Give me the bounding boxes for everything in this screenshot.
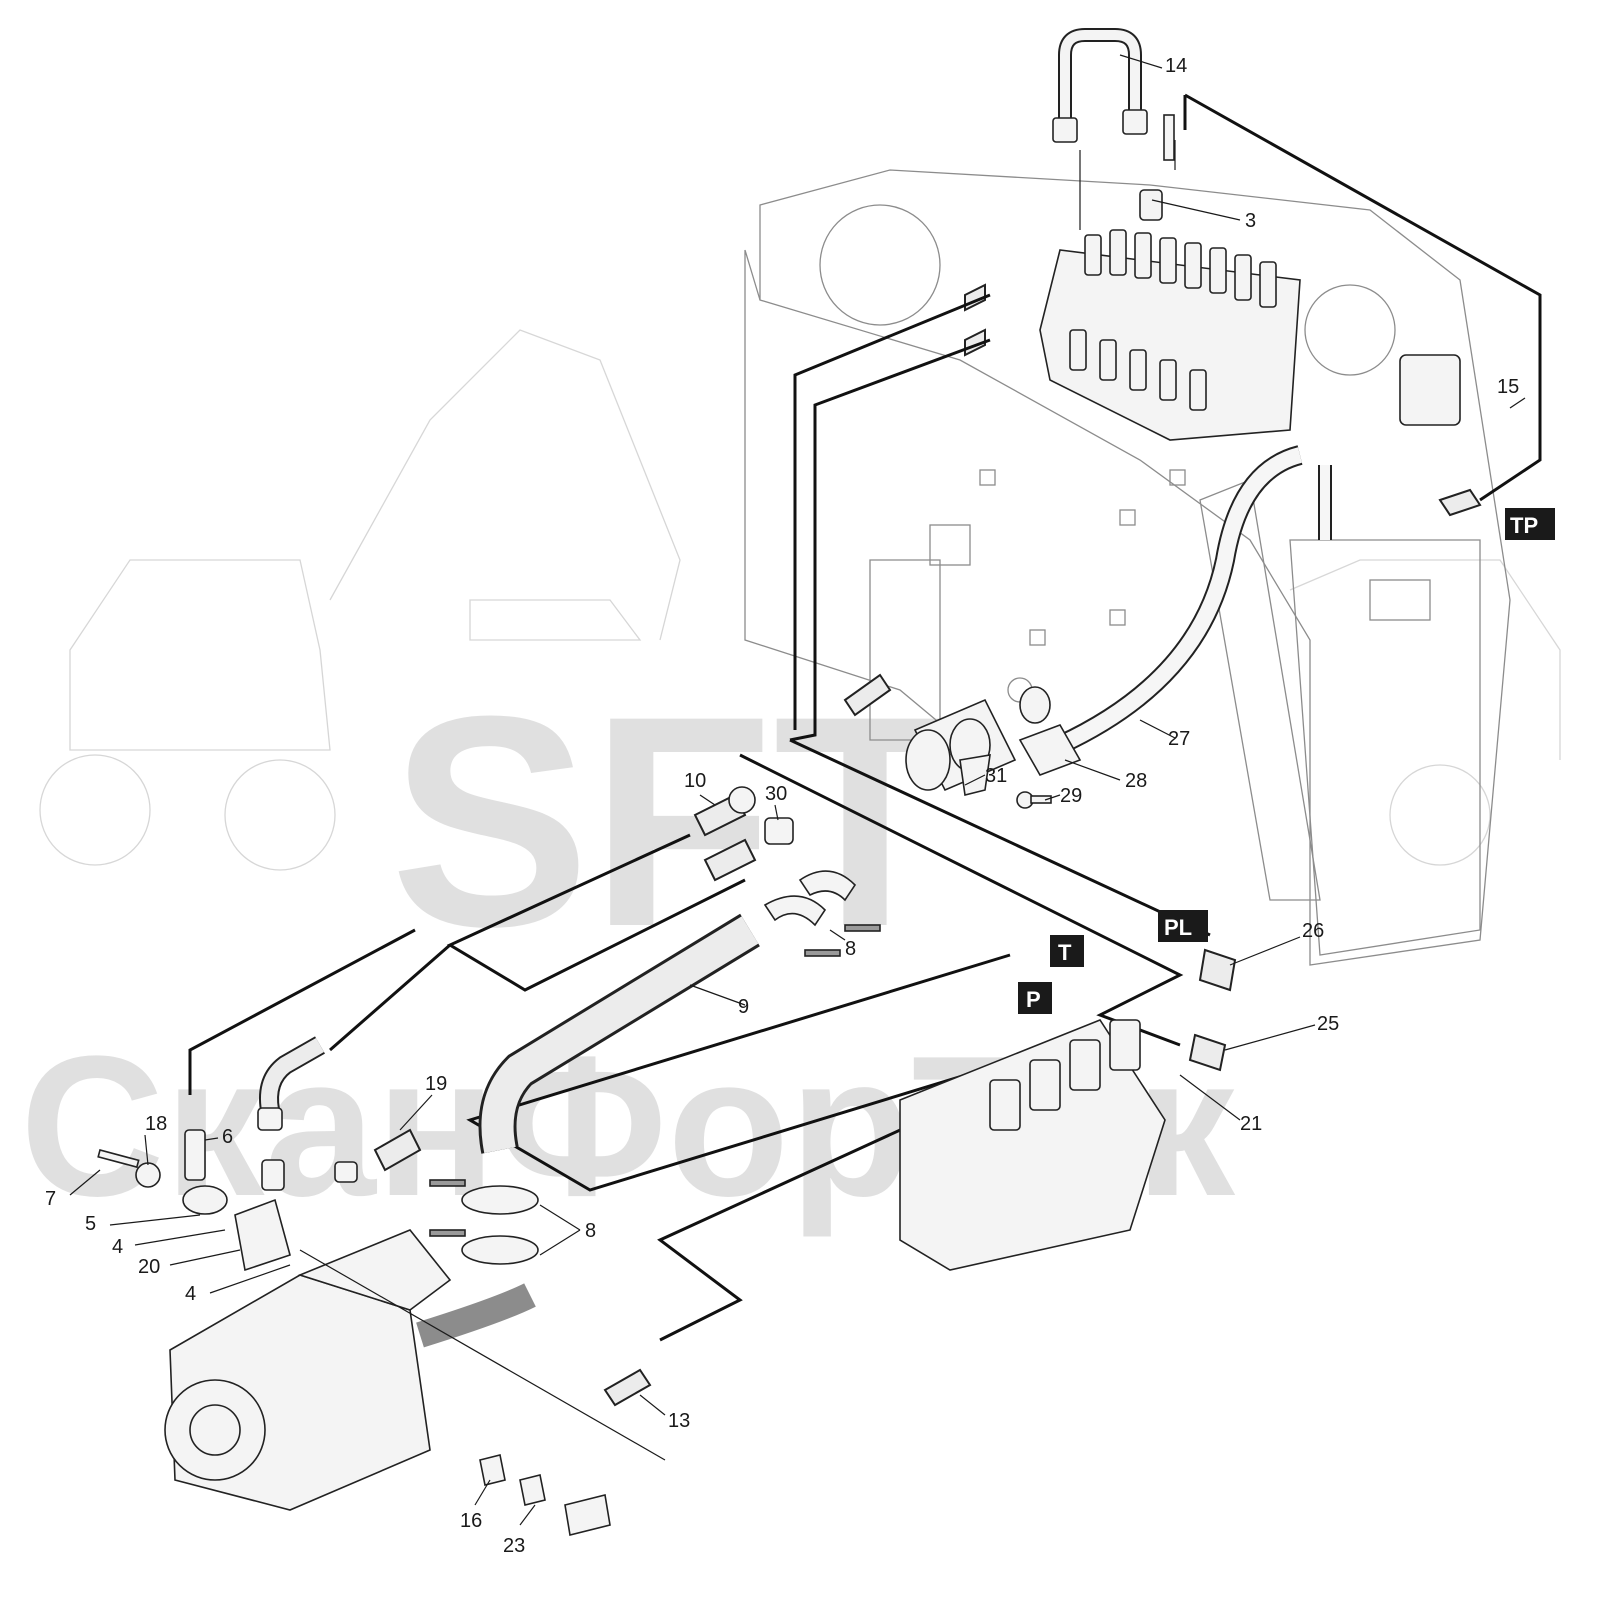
hose-10 bbox=[693, 786, 756, 837]
fitting-23 bbox=[519, 1474, 546, 1506]
callout-8-lower: 8 bbox=[585, 1220, 596, 1242]
callout-10: 10 bbox=[684, 770, 706, 792]
clamps-8-lower bbox=[429, 1179, 539, 1265]
hose-end-26 bbox=[1198, 948, 1237, 992]
callout-26: 26 bbox=[1302, 920, 1324, 942]
leader-lines bbox=[69, 54, 1526, 1526]
hose-end-mid bbox=[703, 838, 757, 882]
main-control-valve bbox=[1039, 229, 1301, 441]
hose-6-elbow bbox=[257, 1036, 325, 1191]
port-tag-p: P bbox=[1018, 982, 1052, 1014]
clamps-8-upper bbox=[763, 870, 881, 957]
callout-4-lower: 4 bbox=[185, 1283, 196, 1305]
callout-19: 19 bbox=[425, 1073, 447, 1095]
watermark-machine-outline bbox=[39, 329, 1561, 871]
port-tag-tp-label: TP bbox=[1510, 513, 1538, 538]
callout-25: 25 bbox=[1317, 1013, 1339, 1035]
clamp-28 bbox=[1018, 724, 1082, 776]
valve-spools bbox=[1069, 229, 1277, 411]
callout-16: 16 bbox=[460, 1510, 482, 1532]
callout-9: 9 bbox=[738, 996, 749, 1018]
pipe-14 bbox=[1052, 28, 1148, 143]
fitting-30 bbox=[764, 817, 794, 845]
callout-20: 20 bbox=[138, 1256, 160, 1278]
fitting-3 bbox=[1139, 114, 1175, 221]
callout-28: 28 bbox=[1125, 770, 1147, 792]
fitting-19 bbox=[334, 1128, 422, 1183]
hose-end-25 bbox=[1188, 1033, 1227, 1072]
callout-23: 23 bbox=[503, 1535, 525, 1557]
tank-frame-assembly bbox=[744, 169, 1511, 966]
port-tag-pl: PL bbox=[1158, 910, 1208, 942]
washer-18 bbox=[135, 1162, 161, 1188]
filter-housing bbox=[905, 686, 1051, 792]
callout-18: 18 bbox=[145, 1113, 167, 1135]
callout-13: 13 bbox=[668, 1410, 690, 1432]
port-tag-t-label: T bbox=[1058, 940, 1072, 965]
port-tag-pl-label: PL bbox=[1164, 915, 1192, 940]
callout-31: 31 bbox=[985, 765, 1007, 787]
callout-5: 5 bbox=[85, 1213, 96, 1235]
callout-30: 30 bbox=[765, 783, 787, 805]
hydraulic-pump bbox=[164, 1229, 536, 1511]
flange-5 bbox=[182, 1129, 228, 1215]
callout-8-upper: 8 bbox=[845, 938, 856, 960]
port-tag-t: T bbox=[1050, 935, 1084, 967]
callout-29: 29 bbox=[1060, 785, 1082, 807]
hose-13 bbox=[603, 1368, 652, 1407]
hose-9 bbox=[478, 913, 760, 1154]
port-tag-p-label: P bbox=[1026, 987, 1041, 1012]
pipe-27 bbox=[1055, 445, 1332, 755]
tee-fitting bbox=[564, 1494, 611, 1536]
callout-4-upper: 4 bbox=[112, 1236, 123, 1258]
callout-labels: 14 3 15 27 28 31 29 10 30 8 9 26 25 21 1… bbox=[45, 55, 1519, 1557]
routing-lines bbox=[188, 93, 1542, 1342]
callout-7: 7 bbox=[45, 1188, 56, 1210]
callout-14: 14 bbox=[1165, 55, 1187, 77]
callout-6: 6 bbox=[222, 1126, 233, 1148]
bolt-29 bbox=[1016, 791, 1052, 809]
fitting-16 bbox=[479, 1454, 506, 1486]
callout-21: 21 bbox=[1240, 1113, 1262, 1135]
hose-end-tp bbox=[1438, 488, 1482, 517]
port-tag-tp: TP bbox=[1505, 508, 1555, 540]
callout-27: 27 bbox=[1168, 728, 1190, 750]
block-20 bbox=[234, 1198, 291, 1272]
bolt-7 bbox=[97, 1149, 140, 1169]
secondary-valve-bank bbox=[899, 1019, 1166, 1271]
bracket-31 bbox=[959, 754, 991, 796]
callout-15: 15 bbox=[1497, 376, 1519, 398]
callout-3: 3 bbox=[1245, 210, 1256, 232]
